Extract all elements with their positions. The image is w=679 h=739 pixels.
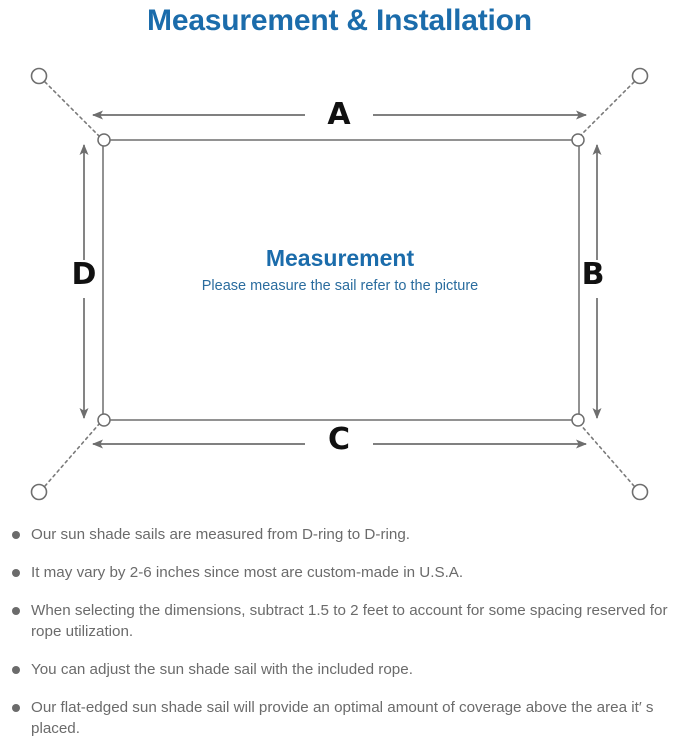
rope-line-top-right xyxy=(578,81,635,138)
sail-body xyxy=(102,139,580,421)
list-item: Our flat-edged sun shade sail will provi… xyxy=(0,697,679,739)
d-ring-bottom-left xyxy=(97,413,111,427)
list-item: You can adjust the sun shade sail with t… xyxy=(0,659,679,680)
diagram-svg xyxy=(30,67,649,501)
note-text: When selecting the dimensions, subtract … xyxy=(31,602,668,640)
d-ring-bottom-right xyxy=(571,413,585,427)
bullet-icon xyxy=(12,607,20,615)
d-ring-top-right xyxy=(571,133,585,147)
bullet-icon xyxy=(12,569,20,577)
list-item: Our sun shade sails are measured from D-… xyxy=(0,524,679,545)
bullet-icon xyxy=(12,531,20,539)
page-title: Measurement & Installation xyxy=(147,4,532,37)
anchor-point-top-left xyxy=(30,67,48,85)
list-item: It may vary by 2-6 inches since most are… xyxy=(0,562,679,583)
note-text: You can adjust the sun shade sail with t… xyxy=(31,661,413,678)
anchor-point-top-right xyxy=(631,67,649,85)
list-item: When selecting the dimensions, subtract … xyxy=(0,600,679,642)
note-text: It may vary by 2-6 inches since most are… xyxy=(31,564,464,581)
bullet-icon xyxy=(12,704,20,712)
rope-line-bottom-left xyxy=(44,422,101,487)
anchor-point-bottom-left xyxy=(30,483,48,501)
note-text: Our sun shade sails are measured from D-… xyxy=(31,526,410,543)
bullet-icon xyxy=(12,666,20,674)
note-text: Our flat-edged sun shade sail will provi… xyxy=(31,699,654,737)
rope-line-top-left xyxy=(44,81,101,138)
anchor-point-bottom-right xyxy=(631,483,649,501)
sail-measurement-diagram: A B C D Measurement Please measure the s… xyxy=(0,48,679,518)
rope-line-bottom-right xyxy=(578,422,635,487)
notes-list: Our sun shade sails are measured from D-… xyxy=(0,524,679,739)
d-ring-top-left xyxy=(97,133,111,147)
